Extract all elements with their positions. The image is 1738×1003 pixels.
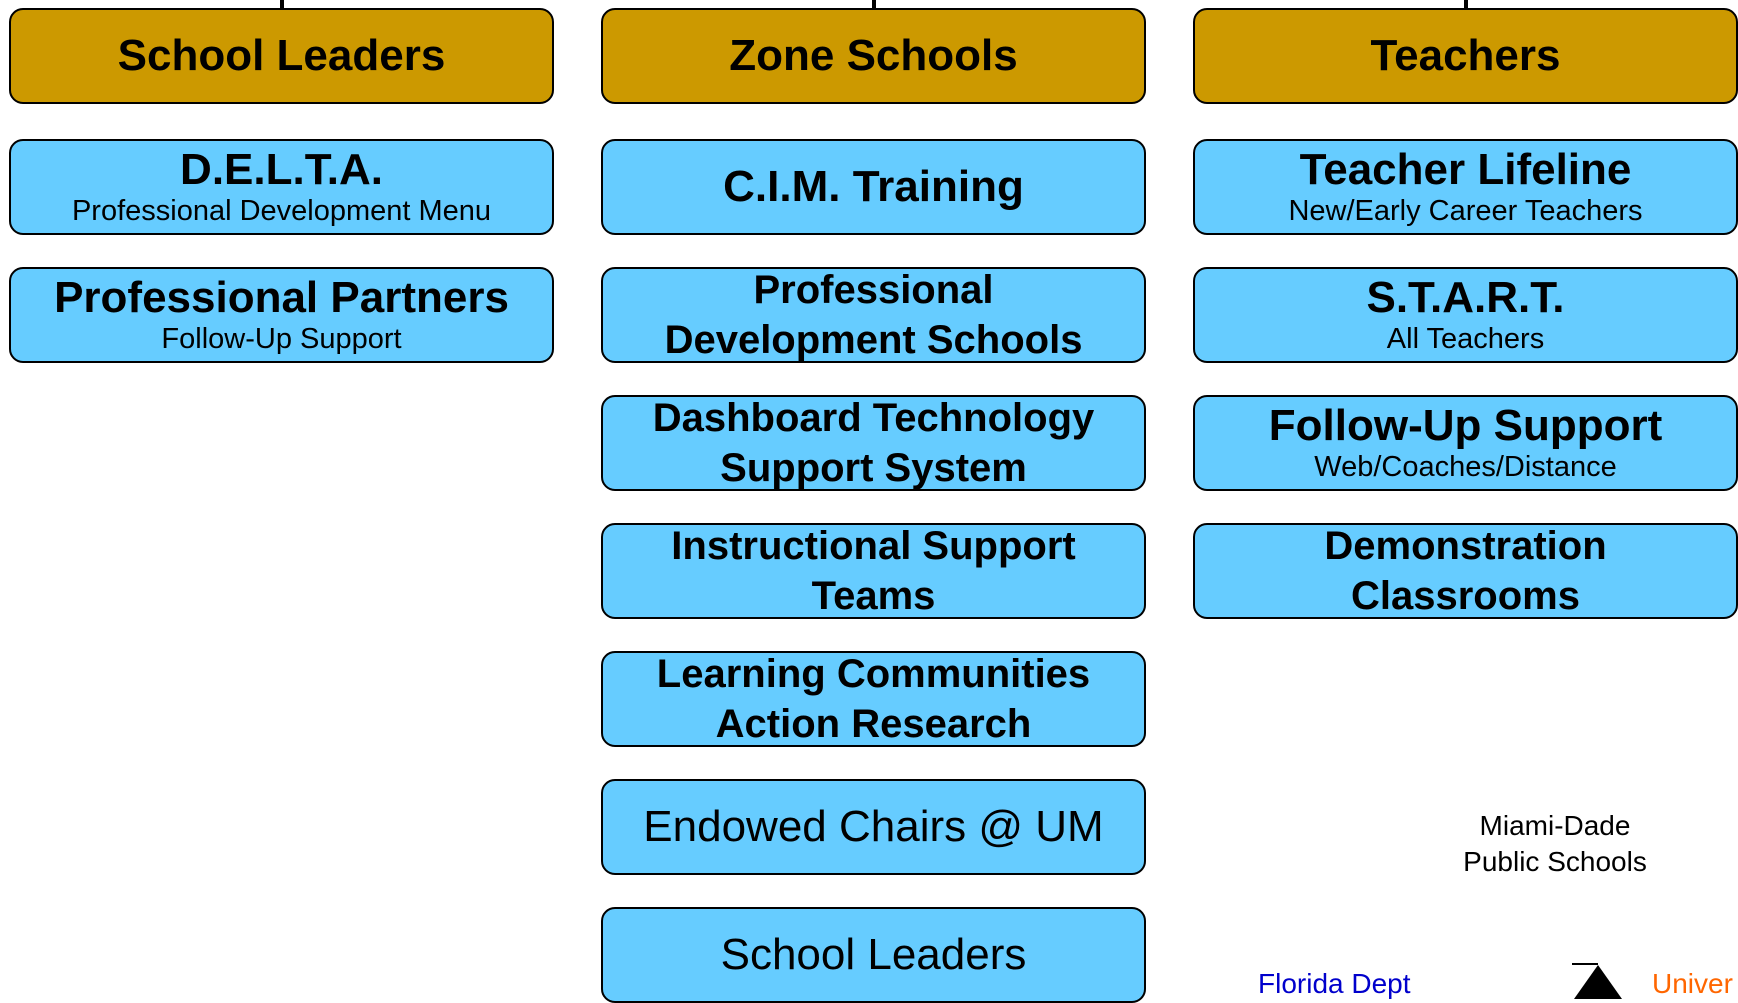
box-title-line2: Teams (811, 574, 936, 618)
header-title: Teachers (1370, 30, 1561, 80)
connector-zone-schools (872, 0, 876, 8)
miami-dade-line1: Miami-Dade (1479, 810, 1631, 841)
box-title: C.I.M. Training (723, 161, 1024, 211)
box-professional-partners: Professional Partners Follow-Up Support (9, 267, 554, 363)
triangle-logo-icon (1572, 963, 1622, 999)
box-title-line1: Demonstration (1324, 524, 1607, 568)
header-title: Zone Schools (729, 30, 1018, 80)
connector-teachers (1464, 0, 1468, 8)
box-title-line1: Learning Communities (656, 652, 1091, 696)
box-title-line1: Professional (753, 268, 994, 312)
box-title-line1: Dashboard Technology (652, 396, 1095, 440)
box-subtitle: Professional Development Menu (71, 195, 492, 228)
box-title: Endowed Chairs @ UM (643, 801, 1104, 851)
box-instructional-support-teams: Instructional Support Teams (601, 523, 1146, 619)
box-teacher-lifeline: Teacher Lifeline New/Early Career Teache… (1193, 139, 1738, 235)
box-subtitle: New/Early Career Teachers (1288, 195, 1643, 228)
box-title: Follow-Up Support (1268, 400, 1663, 450)
florida-dept-label: Florida Dept (1258, 968, 1411, 999)
box-title-line2: Support System (720, 446, 1027, 490)
header-title: School Leaders (117, 30, 446, 80)
box-title-line2: Development Schools (664, 318, 1083, 362)
box-title: School Leaders (720, 929, 1027, 979)
box-follow-up-support: Follow-Up Support Web/Coaches/Distance (1193, 395, 1738, 491)
box-title-line1: Instructional Support (671, 524, 1076, 568)
header-school-leaders: School Leaders (9, 8, 554, 104)
box-subtitle: Follow-Up Support (161, 323, 402, 356)
header-teachers: Teachers (1193, 8, 1738, 104)
university-label: Univer (1652, 968, 1733, 999)
box-start: S.T.A.R.T. All Teachers (1193, 267, 1738, 363)
box-cim-training: C.I.M. Training (601, 139, 1146, 235)
box-title: S.T.A.R.T. (1366, 272, 1565, 322)
box-dashboard-technology: Dashboard Technology Support System (601, 395, 1146, 491)
box-title: D.E.L.T.A. (180, 144, 383, 194)
box-demonstration-classrooms: Demonstration Classrooms (1193, 523, 1738, 619)
header-zone-schools: Zone Schools (601, 8, 1146, 104)
miami-dade-label: Miami-Dade Public Schools (1420, 808, 1690, 881)
box-title-line2: Classrooms (1351, 574, 1580, 618)
box-title: Professional Partners (54, 272, 509, 322)
box-subtitle: Web/Coaches/Distance (1314, 451, 1617, 484)
box-professional-development-schools: Professional Development Schools (601, 267, 1146, 363)
box-title: Teacher Lifeline (1299, 144, 1632, 194)
box-title-line2: Action Research (715, 702, 1032, 746)
box-delta: D.E.L.T.A. Professional Development Menu (9, 139, 554, 235)
box-endowed-chairs: Endowed Chairs @ UM (601, 779, 1146, 875)
connector-school-leaders (280, 0, 284, 8)
box-subtitle: All Teachers (1386, 323, 1545, 356)
miami-dade-line2: Public Schools (1463, 846, 1647, 878)
box-school-leaders: School Leaders (601, 907, 1146, 1003)
box-learning-communities: Learning Communities Action Research (601, 651, 1146, 747)
